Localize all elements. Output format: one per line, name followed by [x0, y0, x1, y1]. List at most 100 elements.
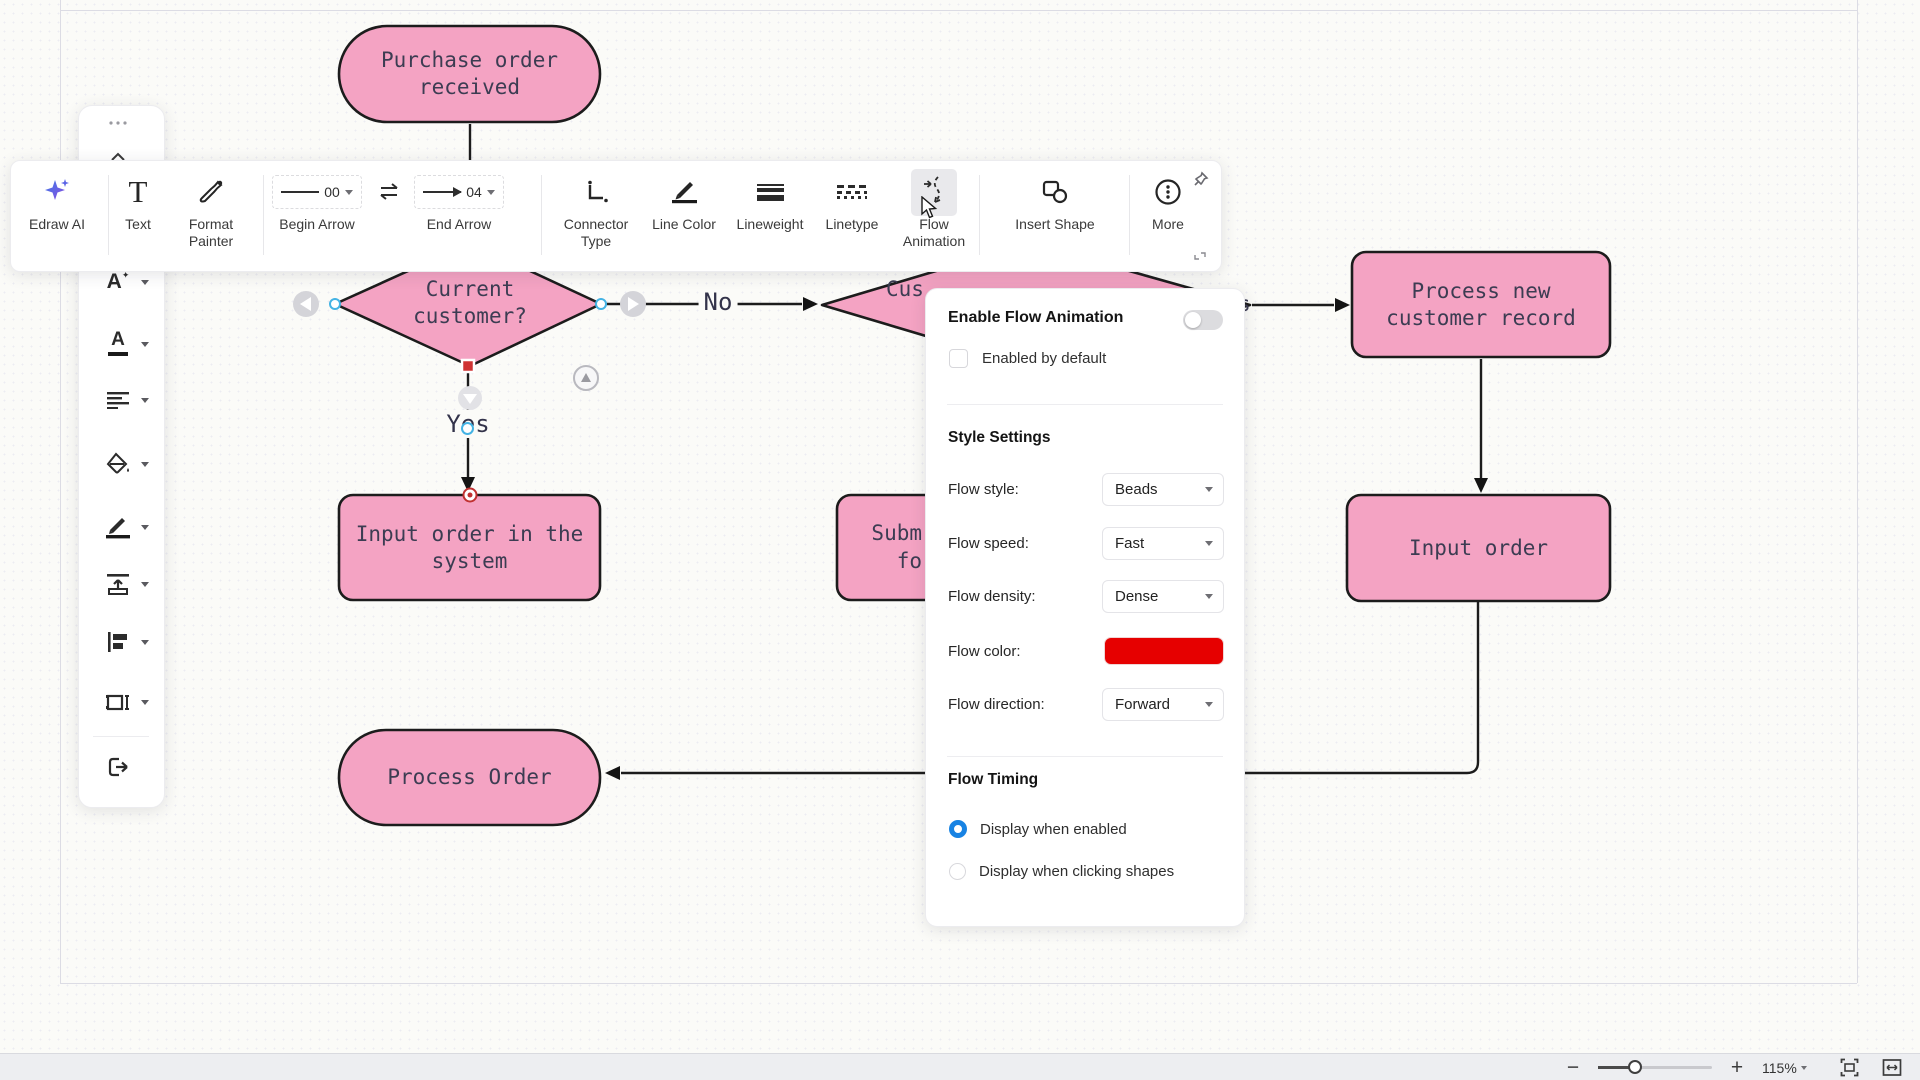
toolbar-end-arrow[interactable]: 04 End Arrow — [409, 161, 509, 271]
text-icon: T — [128, 174, 148, 209]
radio-display-when-clicking[interactable] — [949, 862, 966, 880]
toolbar-insert-shape[interactable]: Insert Shape — [1007, 161, 1103, 271]
flow-color-swatch[interactable] — [1104, 637, 1224, 665]
zoom-slider[interactable] — [1598, 1054, 1712, 1080]
begin-arrow-value: 00 — [324, 184, 340, 200]
font-style-star-icon: ✦ — [121, 269, 130, 280]
fill-color-icon — [106, 452, 129, 474]
zoom-in-button[interactable]: + — [1730, 1055, 1744, 1079]
toolbar-resize-icon[interactable] — [1193, 249, 1207, 263]
more-icon — [1135, 169, 1201, 215]
toolbar-separator — [263, 175, 264, 255]
zoom-slider-knob[interactable] — [1628, 1060, 1642, 1074]
handle-bottom-vertex-red[interactable] — [460, 358, 476, 374]
toolbar-begin-arrow[interactable]: 00 Begin Arrow — [269, 161, 365, 271]
align-objects-icon — [108, 632, 127, 652]
toolbar-linetype[interactable]: Linetype — [812, 161, 892, 271]
toolbar-format-painter[interactable]: Format Painter — [171, 161, 253, 271]
fit-width-button[interactable] — [1882, 1054, 1902, 1080]
handle-right-vertex[interactable] — [595, 298, 607, 310]
fill-color-button[interactable] — [95, 449, 141, 479]
sidebar-drag-handle[interactable] — [95, 108, 141, 138]
quick-add-right-arrow-icon — [628, 297, 639, 311]
export-button[interactable] — [95, 752, 141, 782]
shape-purchase-order-received[interactable] — [337, 24, 602, 124]
text-align-icon — [107, 392, 129, 409]
zoom-out-button[interactable]: − — [1566, 1055, 1580, 1079]
toolbar-connector-type[interactable]: Connector Type — [554, 161, 638, 271]
handle-yes-line-midpoint[interactable] — [461, 422, 474, 435]
enable-flow-animation-toggle[interactable] — [1183, 310, 1223, 330]
fit-screen-button[interactable] — [1840, 1054, 1859, 1080]
toolbar-separator — [108, 175, 109, 255]
handle-left-vertex[interactable] — [329, 298, 341, 310]
end-arrow-selector[interactable]: 04 — [414, 175, 504, 209]
format-painter-icon — [171, 169, 253, 215]
fill-color-caret[interactable] — [141, 462, 149, 467]
toolbar-swap-arrows[interactable] — [373, 161, 405, 271]
flow-density-label: Flow density: — [948, 587, 1036, 605]
arrowhead-input-order — [1474, 478, 1488, 493]
flow-direction-dropdown[interactable]: Forward — [1102, 687, 1224, 721]
arrowhead-yes — [461, 477, 475, 492]
selection-handles[interactable] — [329, 298, 607, 503]
toolbar-flow-animation[interactable]: Flow Animation — [892, 161, 976, 271]
font-color-button[interactable]: A — [95, 327, 141, 357]
flow-speed-dropdown[interactable]: Fast — [1102, 526, 1224, 560]
match-size-button[interactable] — [95, 687, 141, 717]
flow-style-dropdown[interactable]: Beads — [1102, 472, 1224, 506]
page-border-top — [60, 10, 1857, 11]
zoom-level-caret-icon — [1800, 1065, 1807, 1070]
quick-add-buttons[interactable] — [293, 291, 646, 410]
flow-style-caret-icon — [1205, 486, 1213, 492]
flow-density-dropdown[interactable]: Dense — [1102, 579, 1224, 613]
begin-arrow-selector[interactable]: 00 — [272, 175, 362, 209]
flow-direction-label: Flow direction: — [948, 695, 1045, 713]
edge-input-to-process-order[interactable] — [621, 601, 1480, 775]
enabled-by-default-checkbox[interactable] — [949, 349, 968, 368]
match-size-caret[interactable] — [141, 700, 149, 705]
shape-input-order[interactable] — [1345, 493, 1612, 603]
shape-input-order-in-system[interactable] — [337, 493, 602, 602]
toolbar-lineweight[interactable]: Lineweight — [726, 161, 814, 271]
radio-display-when-enabled[interactable] — [949, 820, 967, 838]
align-objects-caret[interactable] — [141, 640, 149, 645]
quick-add-left-arrow-icon — [300, 297, 311, 311]
toolbar-more[interactable]: More — [1135, 161, 1201, 271]
flow-density-value: Dense — [1115, 587, 1159, 605]
more-label: More — [1152, 216, 1184, 232]
fragment-submit-line2: fo — [896, 549, 922, 573]
line-color-side-button[interactable] — [95, 512, 141, 542]
bring-forward-caret[interactable] — [141, 582, 149, 587]
format-painter-label: Format Painter — [188, 216, 234, 249]
font-color-caret[interactable] — [141, 342, 149, 347]
bring-forward-button[interactable] — [95, 569, 141, 599]
text-align-caret[interactable] — [141, 398, 149, 403]
zoom-slider-fill — [1598, 1066, 1635, 1069]
zoom-slider-track[interactable] — [1598, 1060, 1712, 1074]
connector-type-icon — [554, 169, 638, 215]
enabled-by-default-label: Enabled by default — [982, 350, 1107, 367]
sidebar-collapse-button[interactable] — [95, 142, 141, 172]
pin-toolbar-icon[interactable] — [1193, 171, 1209, 187]
line-color-side-caret[interactable] — [141, 525, 149, 530]
end-arrow-style-icon — [423, 187, 463, 197]
connector-type-label: Connector Type — [563, 216, 629, 249]
toolbar-edraw-ai[interactable]: Edraw AI — [16, 161, 98, 271]
align-objects-button[interactable] — [95, 627, 141, 657]
toolbar-line-color[interactable]: Line Color — [642, 161, 726, 271]
edge-label-no[interactable]: No — [698, 288, 738, 316]
shape-process-new-customer-record[interactable] — [1350, 250, 1612, 359]
flow-speed-label: Flow speed: — [948, 534, 1029, 552]
toolbar-separator — [541, 175, 542, 255]
zoom-level-selector[interactable]: 115% — [1762, 1054, 1807, 1080]
linetype-icon — [812, 169, 892, 215]
text-align-button[interactable] — [95, 385, 141, 415]
line-color-label: Line Color — [652, 216, 716, 232]
shape-process-order[interactable] — [337, 728, 602, 827]
end-arrow-caret-icon — [486, 189, 495, 195]
lineweight-icon — [726, 169, 814, 215]
toolbar-text[interactable]: T Text — [106, 161, 170, 271]
font-style-button[interactable]: A ✦ — [95, 267, 141, 297]
font-style-caret[interactable] — [141, 280, 149, 285]
